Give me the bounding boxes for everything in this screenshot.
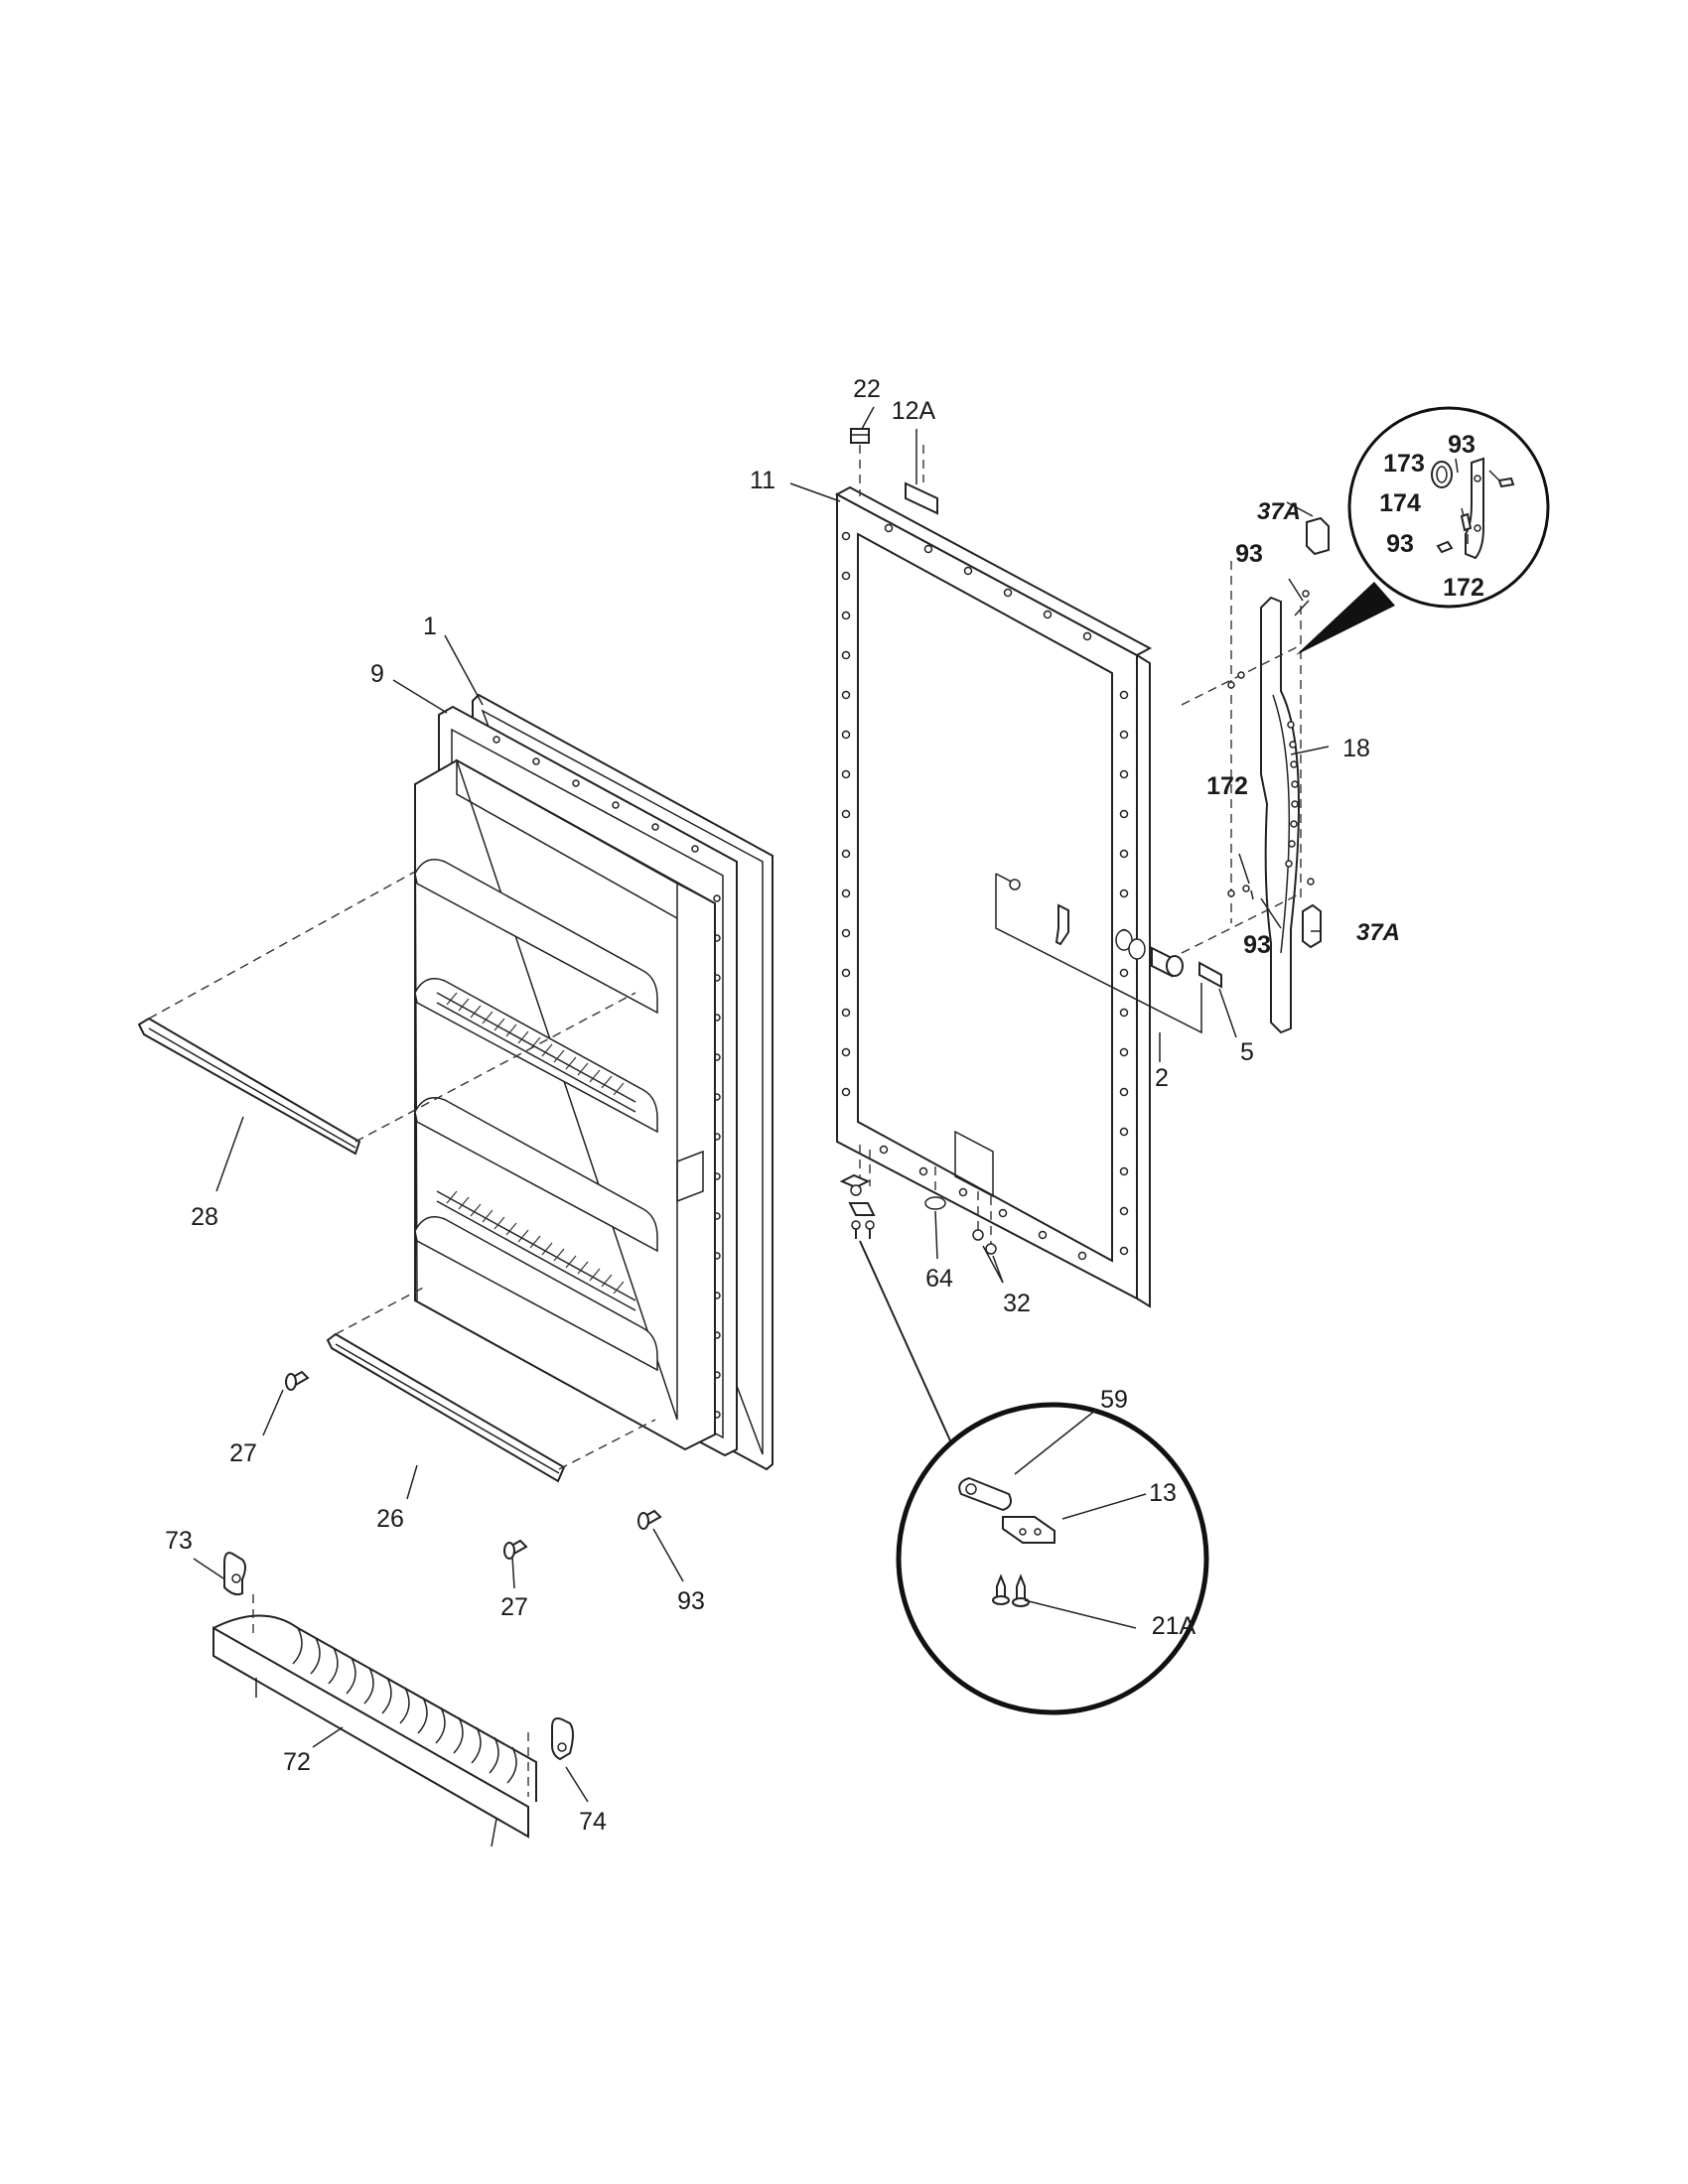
hinge-detail-magnifier — [896, 1402, 1209, 1715]
outer-door-panel — [834, 481, 1222, 1308]
label-9: 9 — [370, 660, 384, 688]
leader-lines — [193, 406, 1330, 1803]
shelf-rail-26 — [285, 1285, 662, 1560]
label-28: 28 — [191, 1203, 218, 1231]
label-12a: 12A — [892, 397, 936, 425]
label-1: 1 — [423, 613, 437, 640]
label-37a-top: 37A — [1257, 498, 1301, 525]
label-27-left: 27 — [229, 1439, 257, 1467]
label-174: 174 — [1379, 489, 1421, 517]
label-59: 59 — [1100, 1386, 1128, 1414]
label-27-bottom: 27 — [500, 1593, 528, 1621]
label-93-handle-top: 93 — [1235, 540, 1263, 568]
label-173: 173 — [1383, 450, 1425, 478]
label-74: 74 — [579, 1808, 607, 1836]
label-72: 72 — [283, 1748, 311, 1776]
label-18: 18 — [1342, 735, 1370, 762]
label-2: 2 — [1155, 1064, 1169, 1092]
part-number-labels: 22 12A 11 1 9 28 27 26 27 93 73 72 74 64… — [165, 375, 1484, 1836]
label-22: 22 — [853, 375, 881, 403]
label-172-inset: 172 — [1443, 574, 1484, 602]
label-13: 13 — [1149, 1479, 1177, 1507]
label-32: 32 — [1003, 1290, 1031, 1317]
label-26: 26 — [376, 1505, 404, 1533]
label-73: 73 — [165, 1527, 193, 1555]
label-93-inset-left: 93 — [1386, 530, 1414, 558]
label-37a-bottom: 37A — [1356, 919, 1400, 946]
label-93-handle-bottom: 93 — [1243, 931, 1271, 959]
label-172-handle: 172 — [1206, 772, 1248, 800]
label-21a: 21A — [1152, 1612, 1196, 1640]
door-handle-18 — [1181, 501, 1330, 1034]
label-93-bottom: 93 — [677, 1587, 705, 1615]
inner-door-liner — [414, 693, 774, 1471]
handle-detail-magnifier — [1296, 406, 1550, 655]
label-64: 64 — [925, 1265, 953, 1293]
label-11: 11 — [750, 467, 775, 494]
door-shelves — [414, 859, 658, 1372]
wire-basket-72 — [212, 1552, 574, 1847]
screw-22 — [850, 428, 924, 496]
bottom-hinge-parts — [839, 1145, 997, 1255]
label-5: 5 — [1240, 1038, 1254, 1066]
shelf-rail-28 — [137, 871, 636, 1156]
label-93-inset-top: 93 — [1448, 431, 1476, 459]
